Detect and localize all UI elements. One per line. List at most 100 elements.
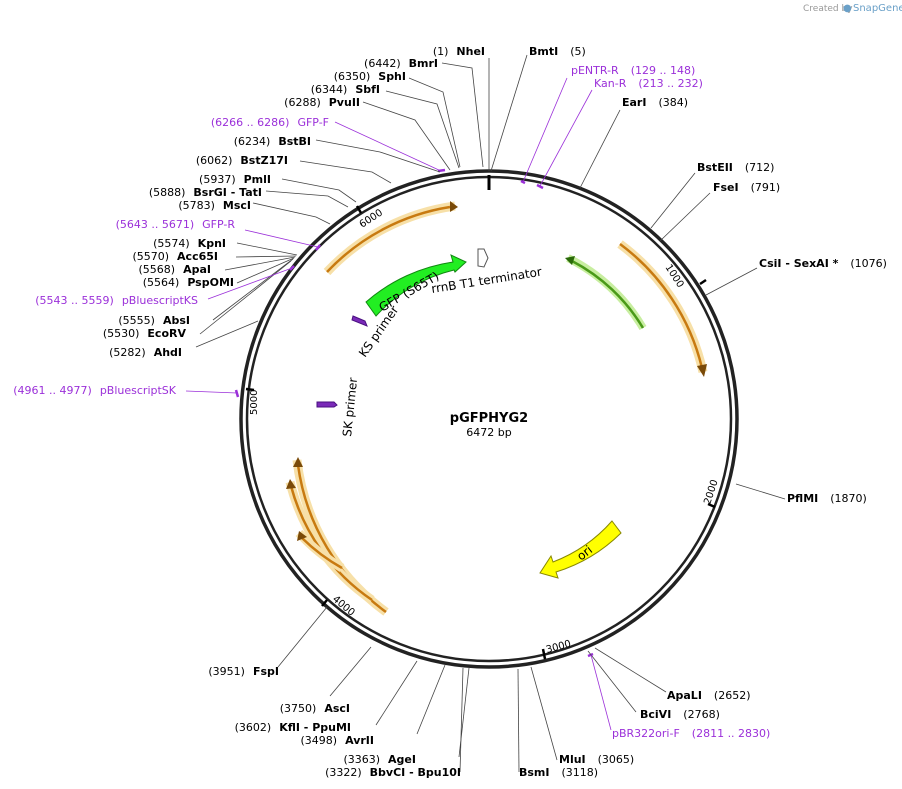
feature-terminator[interactable]: rrnB T1 terminator [430, 248, 543, 296]
svg-text:BciVI(2768): BciVI(2768) [640, 708, 720, 721]
misc-feature-green-halo [566, 254, 647, 331]
site-label-eari[interactable]: EarI(384) [622, 96, 688, 109]
svg-text:(5530)EcoRV: (5530)EcoRV [103, 327, 187, 340]
plasmid-name: pGFPHYG2 [450, 411, 528, 426]
svg-text:Kan-R(213 .. 232): Kan-R(213 .. 232) [594, 77, 703, 90]
svg-text:pENTR-R(129 .. 148): pENTR-R(129 .. 148) [571, 64, 695, 77]
primer-label-gfp-f[interactable]: (6266 .. 6286)GFP-F [211, 116, 329, 129]
misc-feature-green-head [565, 256, 575, 265]
svg-text:(3363)AgeI: (3363)AgeI [343, 753, 416, 766]
misc-feature-green [571, 259, 645, 329]
svg-text:(3951)FspI: (3951)FspI [208, 665, 279, 678]
site-label-agei[interactable]: (3363)AgeI [343, 753, 416, 766]
svg-text:(6350)SphI: (6350)SphI [334, 70, 406, 83]
primer-labels: pENTR-R(129 .. 148) Kan-R(213 .. 232) pB… [13, 64, 770, 740]
svg-text:(5888)BsrGI - TatI: (5888)BsrGI - TatI [149, 186, 262, 199]
tick-2000: 2000 [702, 478, 721, 509]
site-label-bbvci[interactable]: (3322)BbvCI - Bpu10I [325, 766, 461, 779]
tick-5000: 5000 [245, 387, 260, 415]
site-label-csii[interactable]: CsiI - SexAI *(1076) [759, 257, 887, 270]
cds-arrow-top-head [450, 201, 458, 212]
svg-text:(6266 .. 6286)GFP-F: (6266 .. 6286)GFP-F [211, 116, 329, 129]
svg-text:(5564)PspOMI: (5564)PspOMI [143, 276, 234, 289]
site-label-fsei[interactable]: FseI(791) [713, 181, 780, 194]
site-label-apali[interactable]: ApaLI(2652) [667, 689, 751, 702]
site-label-bsteii[interactable]: BstEII(712) [697, 161, 774, 174]
site-label-pspomi[interactable]: (5564)PspOMI [143, 276, 234, 289]
site-label-pvuii[interactable]: (6288)PvuII [284, 96, 360, 109]
primer-leader-lines [185, 77, 612, 731]
svg-text:ApaLI(2652): ApaLI(2652) [667, 689, 751, 702]
site-label-bstz17i[interactable]: (6062)BstZ17I [196, 154, 288, 167]
primer-label-pbluescriptks[interactable]: (5543 .. 5559)pBluescriptKS [35, 294, 198, 307]
site-label-ahdi[interactable]: (5282)AhdI [109, 346, 182, 359]
site-label-msci[interactable]: (5783)MscI [178, 199, 251, 212]
cds-arrow-right-head [697, 364, 707, 377]
site-label-kfli[interactable]: (3602)KflI - PpuMI [235, 721, 351, 734]
site-label-sbfi[interactable]: (6344)SbfI [311, 83, 380, 96]
feature-ori[interactable]: ori [539, 520, 622, 579]
svg-text:FseI(791): FseI(791) [713, 181, 780, 194]
feature-sk-primer-label: SK primer [340, 377, 360, 437]
cds-arrow-top [326, 205, 451, 273]
svg-text:(5643 .. 5671)GFP-R: (5643 .. 5671)GFP-R [116, 218, 236, 231]
svg-text:BstEII(712): BstEII(712) [697, 161, 774, 174]
svg-text:(6062)BstZ17I: (6062)BstZ17I [196, 154, 288, 167]
site-label-ecorv[interactable]: (5530)EcoRV [103, 327, 187, 340]
site-label-asci[interactable]: (3750)AscI [280, 702, 350, 715]
primer-label-pbluescriptsk[interactable]: (4961 .. 4977)pBluescriptSK [13, 384, 177, 397]
leader-lines [195, 54, 786, 773]
credit-text: Created by [803, 4, 853, 14]
cds-arrow-lowleft-3-head [297, 531, 307, 541]
site-label-absi[interactable]: (5555)AbsI [118, 314, 190, 327]
svg-text:(5282)AhdI: (5282)AhdI [109, 346, 182, 359]
svg-text:2000: 2000 [702, 478, 720, 506]
svg-text:(5574)KpnI: (5574)KpnI [153, 237, 226, 250]
svg-text:5000: 5000 [249, 390, 260, 415]
site-labels-right: BmtI(5) EarI(384) BstEII(712) FseI(791) … [519, 45, 887, 779]
cds-arrow-right [619, 242, 704, 369]
svg-text:BsmI(3118): BsmI(3118) [519, 766, 598, 779]
site-label-bstbi[interactable]: (6234)BstBI [234, 135, 311, 148]
plasmid-length: 6472 bp [466, 426, 511, 439]
site-label-pmli[interactable]: (5937)PmlI [199, 173, 271, 186]
primer-label-pentr-r[interactable]: pENTR-R(129 .. 148) [571, 64, 695, 77]
svg-text:(6442)BmrI: (6442)BmrI [364, 57, 438, 70]
site-label-bsmi[interactable]: BsmI(3118) [519, 766, 598, 779]
credit-brand: SnapGene [853, 3, 902, 14]
site-label-acc65i[interactable]: (5570)Acc65I [132, 250, 218, 263]
site-label-apai[interactable]: (5568)ApaI [139, 263, 211, 276]
primer-label-kan-r[interactable]: Kan-R(213 .. 232) [594, 77, 703, 90]
site-label-avrii[interactable]: (3498)AvrII [301, 734, 374, 747]
svg-text:(5783)MscI: (5783)MscI [178, 199, 251, 212]
feature-sk-primer[interactable]: SK primer [316, 377, 360, 437]
site-label-bsrgi[interactable]: (5888)BsrGI - TatI [149, 186, 262, 199]
snapgene-logo-icon: ● [843, 3, 852, 14]
site-label-pflmi[interactable]: PflMI(1870) [787, 492, 867, 505]
svg-text:(3322)BbvCI - Bpu10I: (3322)BbvCI - Bpu10I [325, 766, 461, 779]
cds-arrow-lowleft-1-head [293, 457, 303, 467]
site-label-fspi[interactable]: (3951)FspI [208, 665, 279, 678]
svg-text:(3498)AvrII: (3498)AvrII [301, 734, 374, 747]
terminator-icon [477, 248, 489, 268]
primer-ticks [234, 168, 594, 658]
svg-text:BmtI(5): BmtI(5) [529, 45, 586, 58]
site-label-bmri[interactable]: (6442)BmrI [364, 57, 438, 70]
svg-text:CsiI - SexAI *(1076): CsiI - SexAI *(1076) [759, 257, 887, 270]
svg-text:(6234)BstBI: (6234)BstBI [234, 135, 311, 148]
svg-text:(5555)AbsI: (5555)AbsI [118, 314, 190, 327]
site-label-mlui[interactable]: MluI(3065) [559, 753, 634, 766]
site-label-bcivi[interactable]: BciVI(2768) [640, 708, 720, 721]
site-label-bmti[interactable]: BmtI(5) [529, 45, 586, 58]
primer-label-gfp-r[interactable]: (5643 .. 5671)GFP-R [116, 218, 236, 231]
site-labels-left: (1)NheI (3363)AgeI (3322)BbvCI - Bpu10I … [103, 45, 485, 779]
site-label-nhei[interactable]: (1)NheI [433, 45, 485, 58]
svg-text:EarI(384): EarI(384) [622, 96, 688, 109]
svg-text:(4961 .. 4977)pBluescriptSK: (4961 .. 4977)pBluescriptSK [13, 384, 177, 397]
site-label-sphi[interactable]: (6350)SphI [334, 70, 406, 83]
svg-text:PflMI(1870): PflMI(1870) [787, 492, 867, 505]
site-label-kpni[interactable]: (5574)KpnI [153, 237, 226, 250]
primer-label-pbr322ori-f[interactable]: pBR322ori-F(2811 .. 2830) [612, 727, 770, 740]
svg-text:(5568)ApaI: (5568)ApaI [139, 263, 211, 276]
